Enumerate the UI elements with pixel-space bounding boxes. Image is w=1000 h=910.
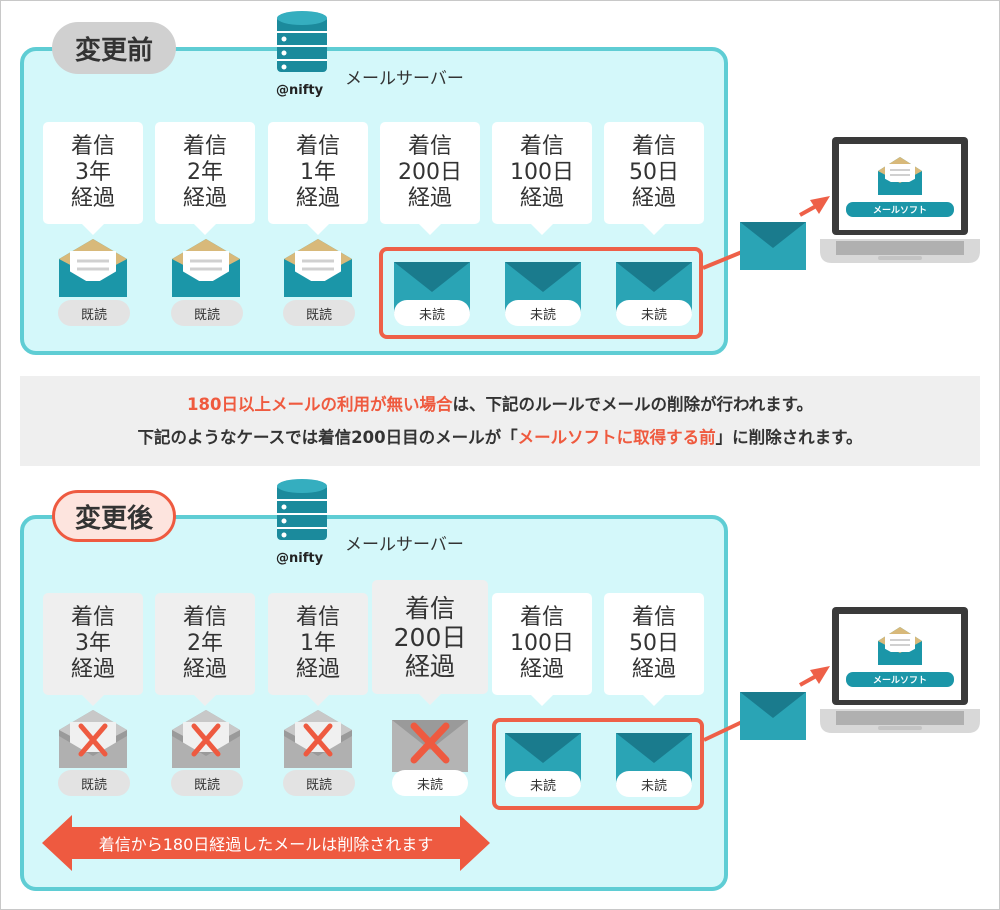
read-tag: 既読 <box>283 300 355 326</box>
read-tag: 既読 <box>171 300 243 326</box>
read-tag: 既読 <box>171 770 243 796</box>
deleted-envelope-icon <box>59 710 127 768</box>
deleted-envelope-icon <box>392 720 468 772</box>
rule-message: 180日以上メールの利用が無い場合は、下記のルールでメールの削除が行われます。 … <box>20 376 980 466</box>
deleted-envelope-icon <box>284 710 352 768</box>
unread-mails-highlight <box>492 718 704 810</box>
open-envelope-icon <box>172 239 240 297</box>
open-envelope-icon <box>59 239 127 297</box>
rule-message-line-1: 180日以上メールの利用が無い場合は、下記のルールでメールの削除が行われます。 <box>187 395 813 414</box>
after-label: 変更後 <box>52 490 176 542</box>
unread-tag: 未読 <box>505 771 581 797</box>
laptop-icon <box>820 607 980 733</box>
deletion-range-arrow <box>42 815 490 871</box>
database-icon <box>277 11 327 72</box>
unread-tag: 未読 <box>616 300 692 326</box>
server-brand: @nifty <box>276 551 324 566</box>
unread-tag: 未読 <box>505 300 581 326</box>
unread-tag: 未読 <box>394 300 470 326</box>
read-tag: 既読 <box>58 770 130 796</box>
unread-tag: 未読 <box>392 770 468 796</box>
sending-envelope-icon <box>740 222 806 270</box>
database-icon <box>277 479 327 540</box>
rule-message-line-2: 下記のようなケースでは着信200日目のメールが「メールソフトに取得する前」に削除… <box>137 428 863 447</box>
unread-tag: 未読 <box>616 771 692 797</box>
mail-client-label: メールソフト <box>872 676 927 686</box>
before-label: 変更前 <box>52 22 176 74</box>
deletion-note: 着信から180日経過したメールは削除されます <box>98 835 434 854</box>
read-tag: 既読 <box>58 300 130 326</box>
server-label: メールサーバー <box>345 69 464 89</box>
deleted-envelope-icon <box>172 710 240 768</box>
open-envelope-icon <box>284 239 352 297</box>
mail-client-label: メールソフト <box>872 206 927 216</box>
closed-envelope-icon <box>505 262 581 314</box>
unread-mails-highlight <box>379 247 703 339</box>
server-brand: @nifty <box>276 83 324 98</box>
laptop-icon <box>820 137 980 263</box>
server-label: メールサーバー <box>345 535 464 555</box>
read-tag: 既読 <box>283 770 355 796</box>
sending-envelope-icon <box>740 692 806 740</box>
